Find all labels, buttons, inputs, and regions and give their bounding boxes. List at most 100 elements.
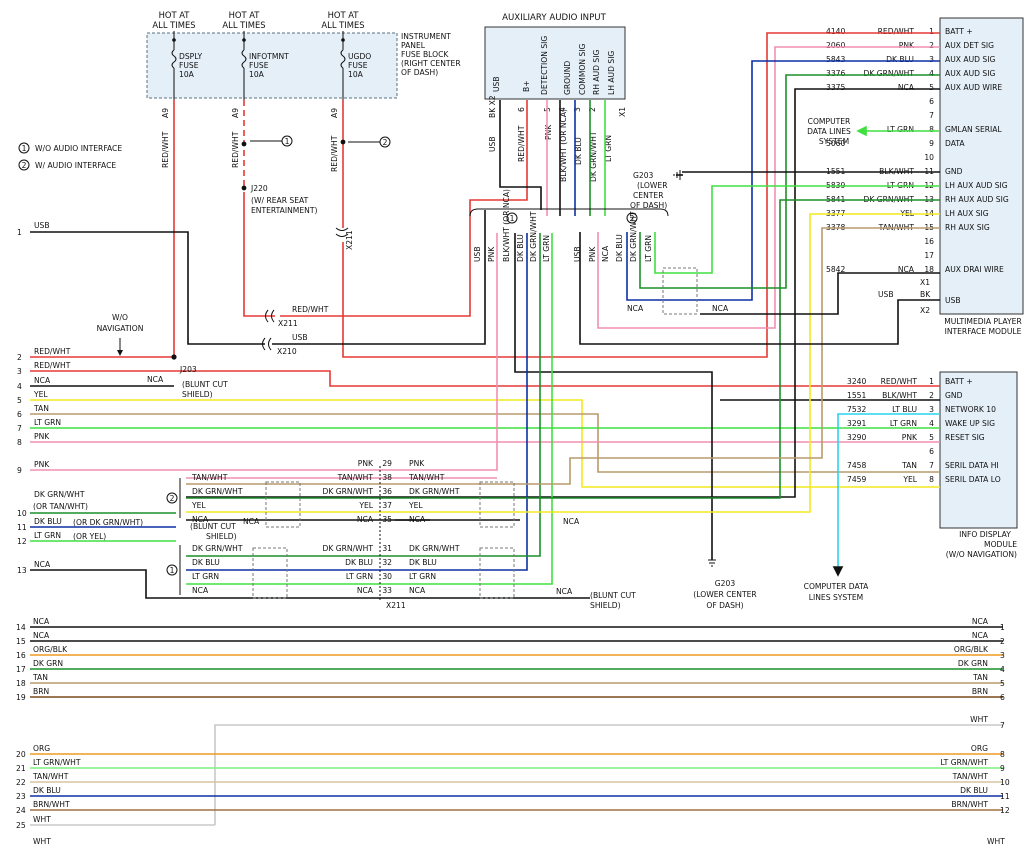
left-wire-label: LT GRN xyxy=(34,418,61,427)
x211-right-label: NCA xyxy=(409,515,426,524)
legend-text-2: W/ AUDIO INTERFACE xyxy=(35,161,116,170)
x211-pin-number: 37 xyxy=(382,501,392,510)
legend-num-2: 2 xyxy=(22,161,27,170)
x211-right-label: LT GRN xyxy=(409,572,436,581)
mpim-pin-label: GND xyxy=(945,167,963,176)
aux-harness-wire-label: USB xyxy=(573,246,582,262)
aux-audio-input: AUXILIARY AUDIO INPUT USB B+ DETECTION S… xyxy=(484,13,627,182)
left-wire-label: YEL xyxy=(33,390,48,399)
hot-label-2a: HOT AT xyxy=(229,10,261,20)
aux-pin-rh: RH AUD SIG xyxy=(592,50,601,95)
bottom-wire-right-number: 1 xyxy=(1000,623,1005,632)
fuse-2-wire: RED/WHT xyxy=(231,131,240,168)
bottom-wire-label-left: BRN xyxy=(33,687,49,696)
j220-dot xyxy=(241,185,247,191)
bottom-wire-label-left: LT GRN/WHT xyxy=(33,758,81,767)
mpim-pin-number: 4 xyxy=(929,69,934,78)
x210-conn xyxy=(262,337,272,351)
aux-opt-num-2: 2 xyxy=(630,214,635,223)
bottom-wire-right-number: 3 xyxy=(1000,651,1005,660)
wire-ltgrn-x211 xyxy=(186,233,553,585)
x211-left-label: PNK xyxy=(358,459,374,468)
aux-opt-1-circle xyxy=(506,212,518,224)
wire-blkwht-g203 xyxy=(514,233,713,560)
legend-text-1: W/O AUDIO INTERFACE xyxy=(35,144,122,153)
x211-far-left-label: LT GRN xyxy=(192,572,219,581)
arrow-gmlan xyxy=(856,125,867,137)
mpim-pin-circuit: 4140 xyxy=(826,27,845,36)
mpim-pin-number: 16 xyxy=(924,237,934,246)
wire-infotmnt-x211 xyxy=(243,192,275,317)
mpim-pin-label: AUX DRAI WIRE xyxy=(945,265,1004,274)
aux-pin-ground: GROUND xyxy=(563,61,572,95)
wire-dkblu-x211 xyxy=(186,233,528,571)
fuse-dot-1 xyxy=(172,38,176,42)
aux-harness-wire-label: PNK xyxy=(588,246,597,262)
bottom-wire-right-number: 10 xyxy=(1000,778,1010,787)
x211-far-left-label: DK BLU xyxy=(192,558,220,567)
left-wire-number: 11 xyxy=(17,523,27,532)
fuse-1-sub: FUSE xyxy=(179,61,199,70)
x211-pin-number: 36 xyxy=(382,487,392,496)
fuse-symbol-2 xyxy=(241,49,247,69)
x211-right-label: DK GRN/WHT xyxy=(409,544,460,553)
bottom-wire-label-right: DK BLU xyxy=(960,786,988,795)
x211-left-label: NCA xyxy=(357,586,374,595)
cdls-top-1: COMPUTER xyxy=(808,117,851,126)
j-ugdo-dot xyxy=(340,139,346,145)
aux-wire-dkgrnwht: DK GRN/WHT xyxy=(589,131,598,182)
nca-35-right: NCA xyxy=(563,517,580,526)
aux-wire-blkwht: BLK/WHT (OR NCA) xyxy=(559,109,568,182)
wire-left-1-usb xyxy=(30,231,265,345)
wire-mpim-ltgrn xyxy=(654,185,940,274)
mpim-pin-circuit: 3375 xyxy=(826,83,845,92)
bottom-wire-label-right: NCA xyxy=(972,617,989,626)
bottom-wire-right-number: 9 xyxy=(1000,764,1005,773)
bottom-wire-left-number: 24 xyxy=(16,806,26,815)
x211-left-label: YEL xyxy=(358,501,373,510)
left-wire-label: RED/WHT xyxy=(34,361,71,370)
fuse-2-pin: A9 xyxy=(231,108,240,118)
display-pin-color: BLK/WHT xyxy=(882,391,917,400)
fuse-symbol-3 xyxy=(340,49,346,69)
bottom-wire-right-number: 7 xyxy=(1000,721,1005,730)
aux-harness-bracket xyxy=(469,208,669,217)
bottom-wire-label-right: LT GRN/WHT xyxy=(941,758,989,767)
display-title-1: INFO DISPLAY xyxy=(959,530,1011,539)
wire-mpim-dkgrnwht xyxy=(639,74,940,289)
left-wire-number: 4 xyxy=(17,382,22,391)
aux-wire-redwht: RED/WHT xyxy=(517,125,526,162)
j203-label: J203 xyxy=(179,365,197,374)
wo-nav-1: W/O xyxy=(112,313,128,322)
aux-num-com: 3 xyxy=(573,107,582,112)
cdls-top-2: DATA LINES xyxy=(807,127,851,136)
bottom-wire-left-number: 16 xyxy=(16,651,26,660)
left-wire-label: DK GRN/WHT xyxy=(34,490,85,499)
hot-label-1a: HOT AT xyxy=(159,10,191,20)
display-pin-circuit: 7459 xyxy=(847,475,866,484)
legend-num-1: 1 xyxy=(22,144,27,153)
j203-dot xyxy=(171,354,177,360)
wire-usb-x210 xyxy=(272,210,486,345)
nca-35-left: NCA xyxy=(243,517,260,526)
display-pin-color: LT BLU xyxy=(892,405,917,414)
display-title-3: (W/O NAVIGATION) xyxy=(946,550,1017,559)
bottom-wire-label-right: DK GRN xyxy=(958,659,988,668)
blunt-2a: (BLUNT CUT xyxy=(190,522,236,531)
left-wire-number: 6 xyxy=(17,410,22,419)
blunt-1a: (BLUNT CUT xyxy=(182,380,228,389)
bottom-wire-label-left: BRN/WHT xyxy=(33,800,70,809)
x211-right-label: PNK xyxy=(409,459,425,468)
x211-pin-number: 31 xyxy=(382,544,392,553)
left-wire-number: 10 xyxy=(17,509,27,518)
fuse-3-name: UGDO xyxy=(348,52,371,61)
nca-wire-4: NCA xyxy=(147,375,164,384)
mpim-pin-color: LT GRN xyxy=(887,125,914,134)
left-wire-label: PNK xyxy=(34,432,50,441)
x211-left-label: LT GRN xyxy=(346,572,373,581)
g203-bottom-symbol xyxy=(708,559,716,567)
x211-top-conn xyxy=(265,309,275,323)
left-wire-label: NCA xyxy=(34,376,51,385)
